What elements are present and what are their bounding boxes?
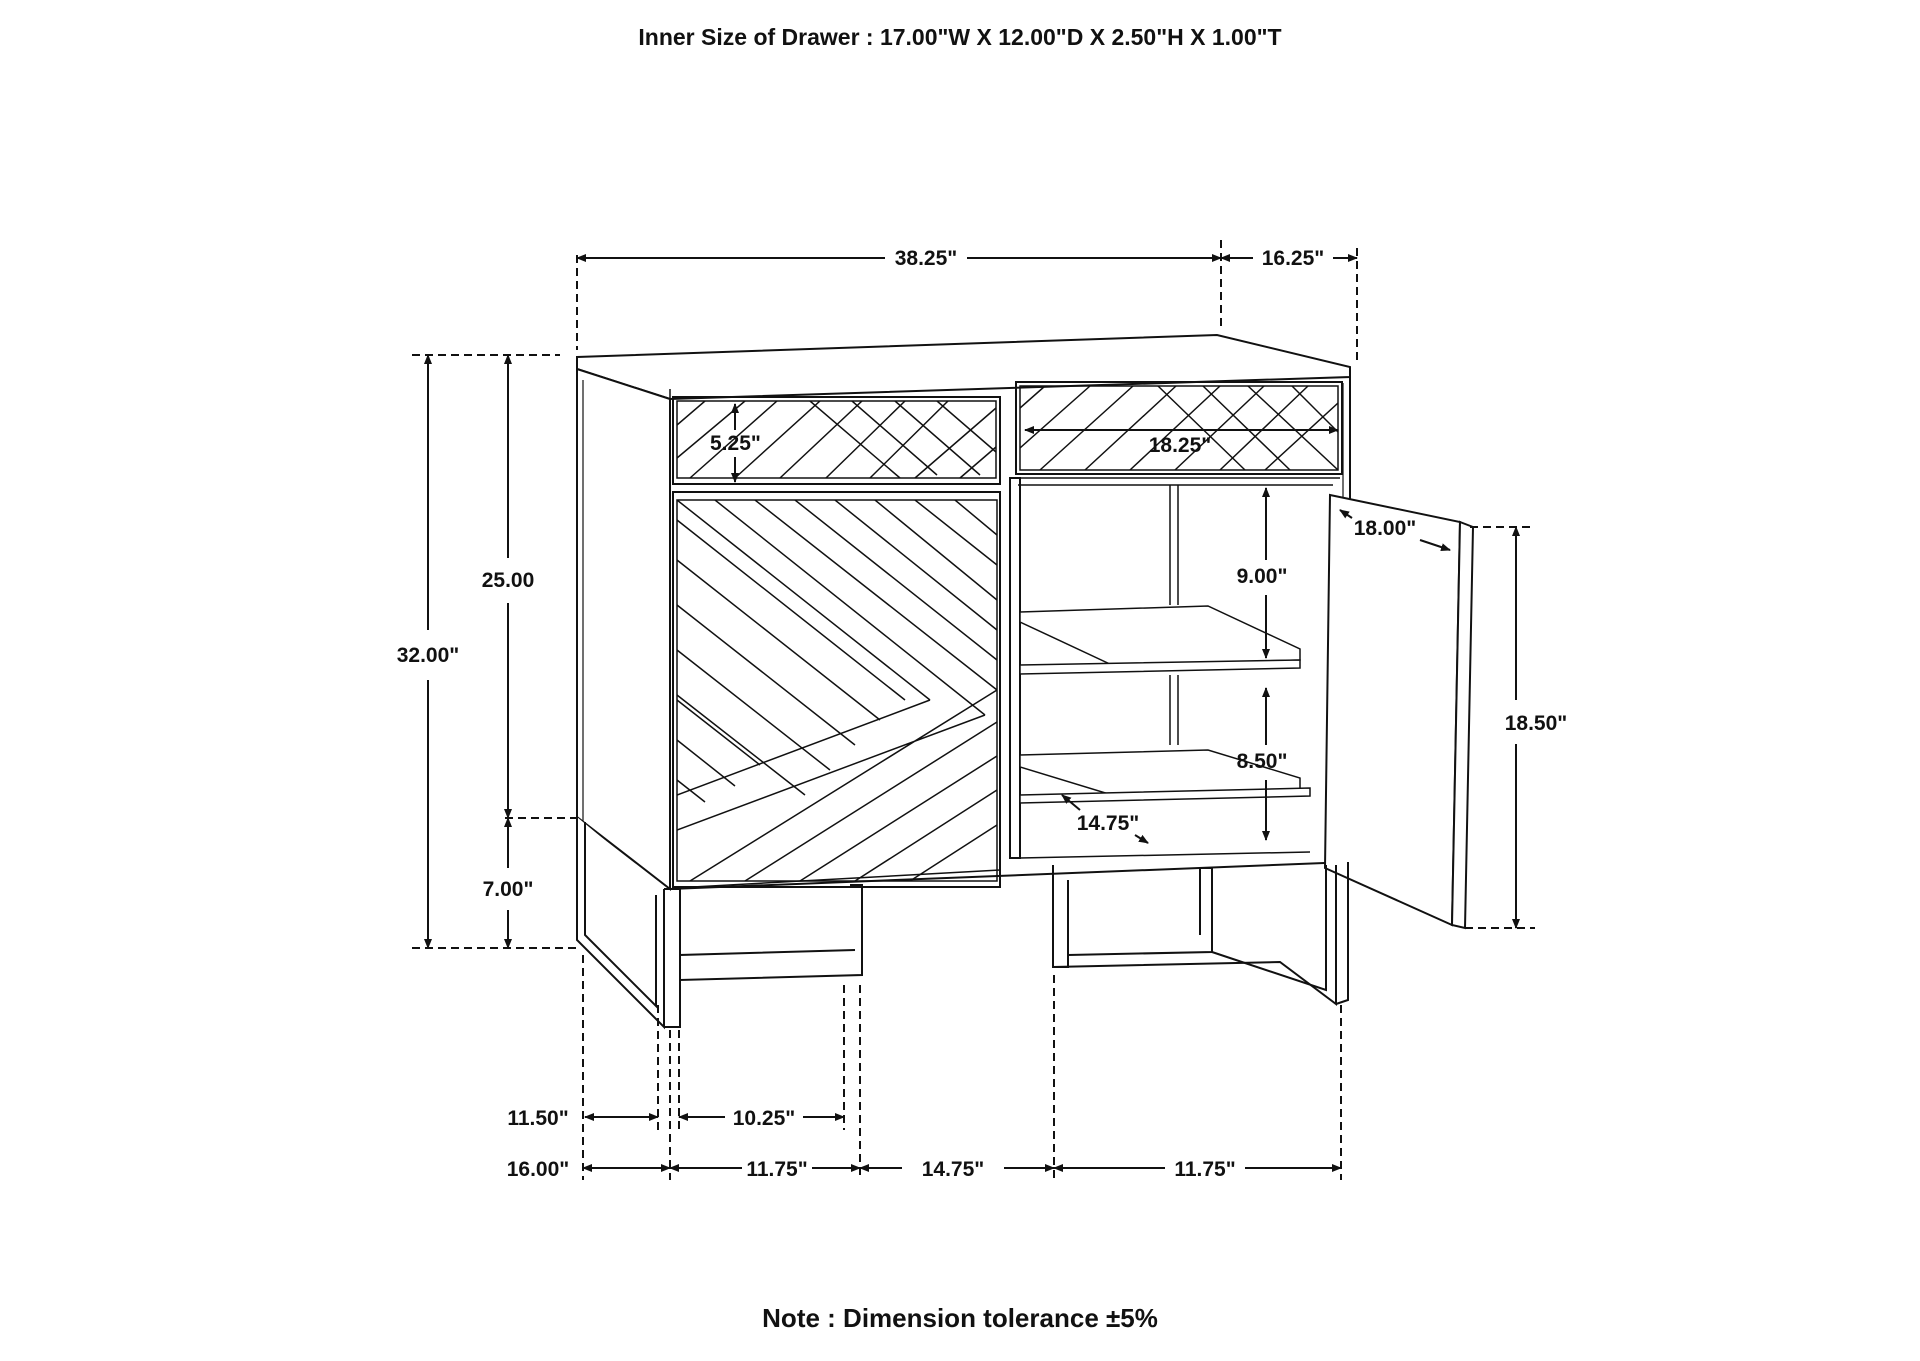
drawer-front-height-label: 5.25" [710, 432, 761, 455]
cabinet-top-slab [576, 333, 1351, 401]
drawer-inner-size-title: Inner Size of Drawer : 17.00"W X 12.00"D… [638, 24, 1282, 50]
dimension-tolerance-note: Note : Dimension tolerance ±5% [762, 1303, 1158, 1333]
drawer-width-label: 18.25" [1149, 434, 1212, 457]
leg-gap-label: 14.75" [922, 1158, 985, 1181]
right-drawer [1015, 381, 1343, 475]
right-open-compartment [1009, 477, 1340, 859]
depth-label: 16.25" [1262, 247, 1325, 270]
overall-height-label: 32.00" [397, 644, 460, 667]
left-drawer [672, 396, 1001, 485]
cabinet-bottom-edge [669, 861, 1351, 890]
cabinet-outline [576, 333, 1351, 892]
leg-inner-front-label: 10.25" [733, 1107, 796, 1130]
upper-shelf [1019, 605, 1301, 666]
leg-outer-front-left-label: 11.75" [746, 1158, 807, 1181]
dimension-labels: 38.25" 16.25" 32.00" 25.00 7.00" 5.25" 1… [397, 247, 1568, 1181]
leg-inner-side-label: 11.50" [507, 1107, 568, 1130]
door-height-label: 18.50" [1505, 712, 1568, 735]
upper-shelf-space-label: 9.00" [1237, 565, 1288, 588]
leg-outer-side-label: 16.00" [507, 1158, 570, 1181]
cabinet-height-label: 25.00 [482, 569, 535, 592]
shelf-depth-label: 14.75" [1077, 812, 1140, 835]
lower-shelf-space-label: 8.50" [1237, 750, 1288, 773]
door-depth-label: 18.00" [1354, 517, 1417, 540]
dimension-lines [412, 240, 1535, 1180]
overall-width-label: 38.25" [895, 247, 958, 270]
leg-outer-front-right-label: 11.75" [1174, 1158, 1235, 1181]
leg-frames [576, 817, 1349, 1030]
leg-height-label: 7.00" [483, 878, 534, 901]
cabinet-side-panel [576, 367, 671, 892]
left-door [672, 491, 1001, 889]
